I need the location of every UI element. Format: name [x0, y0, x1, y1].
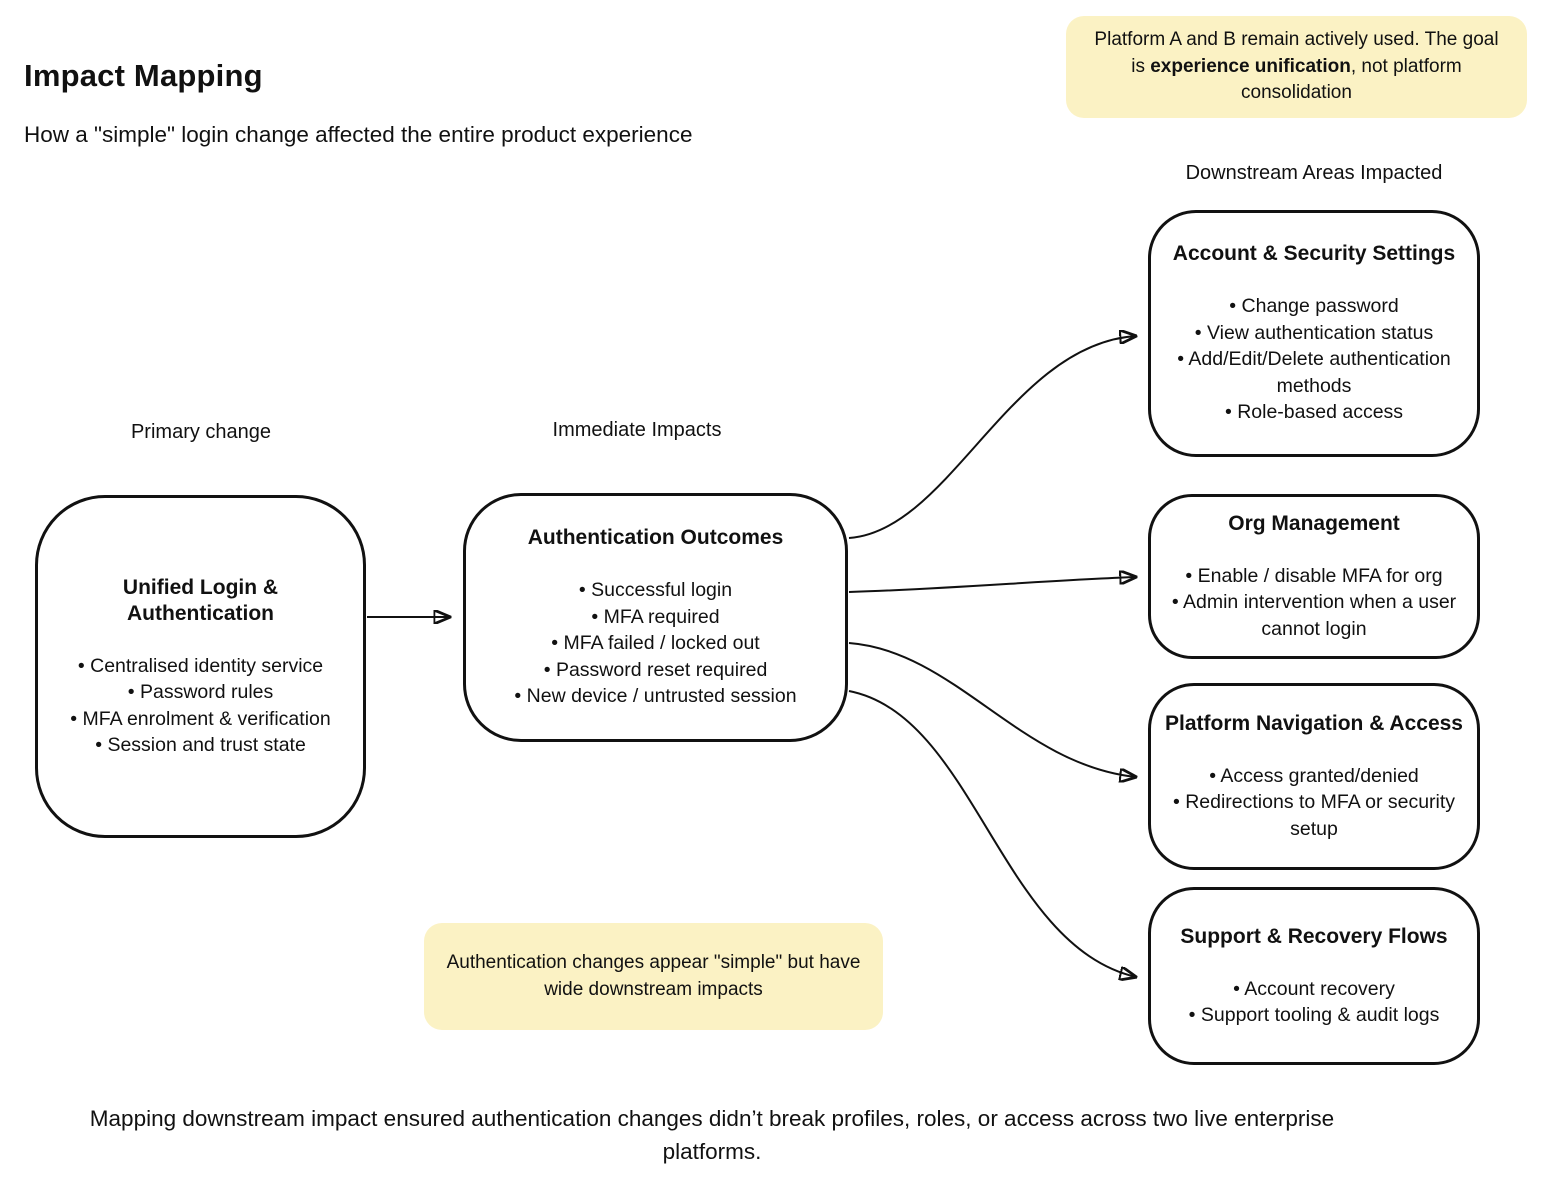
node-title: Unified Login & Authentication	[122, 575, 279, 625]
node-org-management: Org Management Enable / disable MFA for …	[1148, 494, 1480, 659]
node-account-security-settings: Account & Security Settings Change passw…	[1148, 210, 1480, 457]
node-authentication-outcomes: Authentication Outcomes Successful login…	[463, 493, 848, 742]
node-unified-login-authentication: Unified Login & Authentication Centralis…	[35, 495, 366, 838]
arrow-immediate-to-platform-navigation	[848, 642, 1136, 777]
page-subtitle: How a "simple" login change affected the…	[24, 122, 693, 147]
bullet-item: Successful login	[514, 577, 796, 604]
arrow-immediate-to-account-security	[848, 336, 1136, 539]
bullet-item: Redirections to MFA or security setup	[1165, 789, 1463, 842]
page-title: Impact Mapping	[24, 58, 263, 93]
note-platform-usage: Platform A and B remain actively used. T…	[1066, 16, 1527, 118]
arrow-immediate-to-org-management	[848, 577, 1136, 593]
node-title: Account & Security Settings	[1172, 242, 1456, 266]
note-authentication-changes: Authentication changes appear "simple" b…	[424, 923, 883, 1030]
bottom-caption: Mapping downstream impact ensured authen…	[89, 1106, 1335, 1164]
bullet-item: MFA required	[514, 604, 796, 631]
node-title: Org Management	[1228, 511, 1400, 535]
bullet-item: Session and trust state	[70, 732, 330, 759]
node-bullet-list: Change passwordView authentication statu…	[1165, 293, 1463, 426]
note-authentication-changes-text: Authentication changes appear "simple" b…	[446, 952, 861, 1000]
bullet-item: Add/Edit/Delete authentication methods	[1165, 346, 1463, 399]
node-support-recovery-flows: Support & Recovery Flows Account recover…	[1148, 887, 1480, 1065]
note-platform-usage-text: Platform A and B remain actively used. T…	[1086, 27, 1507, 107]
bullet-item: Centralised identity service	[70, 653, 330, 680]
bullet-item: MFA failed / locked out	[514, 630, 796, 657]
node-bullet-list: Account recoverySupport tooling & audit …	[1189, 976, 1440, 1029]
node-bullet-list: Centralised identity servicePassword rul…	[70, 653, 331, 759]
column-label-immediate-impacts: Immediate Impacts	[552, 419, 722, 441]
bullet-item: Enable / disable MFA for org	[1165, 563, 1463, 590]
node-title: Platform Navigation & Access	[1165, 711, 1463, 735]
bullet-item: MFA enrolment & verification	[70, 706, 331, 733]
column-label-downstream-areas: Downstream Areas Impacted	[1185, 162, 1443, 184]
bullet-item: Change password	[1165, 293, 1463, 320]
bullet-item: Admin intervention when a user cannot lo…	[1165, 589, 1463, 642]
node-bullet-list: Successful loginMFA requiredMFA failed /…	[514, 577, 797, 710]
arrow-immediate-to-support-recovery	[848, 690, 1136, 977]
bullet-item: Role-based access	[1165, 399, 1463, 426]
bullet-item: Password reset required	[514, 657, 796, 684]
note-text-bold: experience unification	[1150, 55, 1351, 77]
node-bullet-list: Enable / disable MFA for orgAdmin interv…	[1165, 563, 1463, 643]
bullet-item: Account recovery	[1189, 976, 1440, 1003]
note-text-post: , not platform consolidation	[1241, 55, 1462, 104]
bullet-item: Password rules	[70, 679, 330, 706]
bullet-item: View authentication status	[1165, 320, 1463, 347]
node-title: Authentication Outcomes	[527, 526, 784, 550]
bullet-item: Support tooling & audit logs	[1189, 1002, 1440, 1029]
node-platform-navigation-access: Platform Navigation & Access Access gran…	[1148, 683, 1480, 870]
node-title: Support & Recovery Flows	[1180, 924, 1448, 948]
bullet-item: New device / untrusted session	[514, 683, 797, 710]
bullet-item: Access granted/denied	[1165, 763, 1463, 790]
node-bullet-list: Access granted/deniedRedirections to MFA…	[1165, 763, 1463, 843]
note-text-pre: Platform A and B remain actively used. T…	[1094, 29, 1499, 77]
column-label-primary-change: Primary change	[130, 421, 272, 443]
